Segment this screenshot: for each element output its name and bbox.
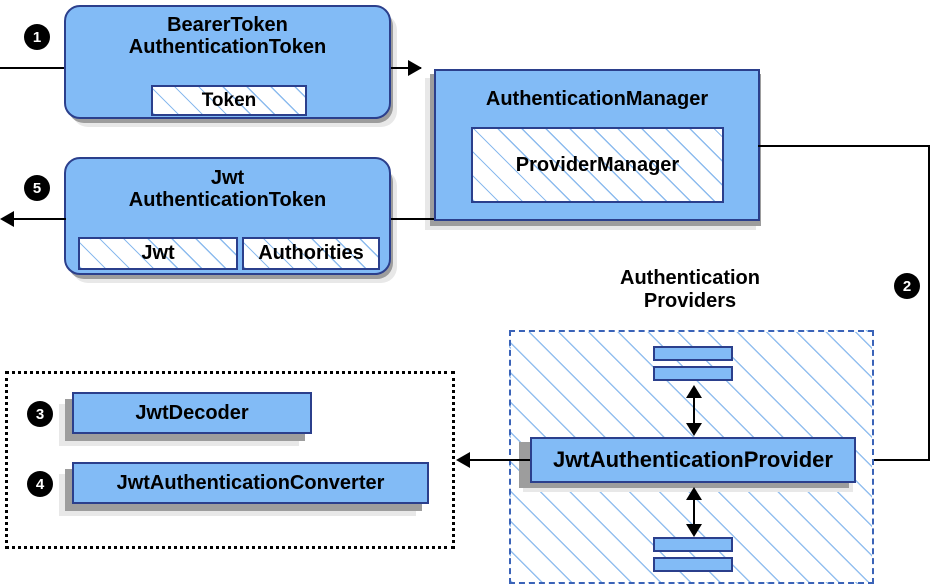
slot-authorities: Authorities (242, 237, 380, 270)
node-jwt-authentication-provider[interactable]: JwtAuthenticationProvider (530, 437, 856, 483)
slot-provider-manager: ProviderManager (471, 127, 724, 203)
step-badge-3: 3 (28, 402, 52, 426)
connector-provider-to-components (470, 459, 530, 461)
connector-step5-output (14, 218, 66, 220)
connector-step2-h-bottom (874, 459, 930, 461)
slot-token: Token (151, 85, 307, 116)
jwt-decoder-title: JwtDecoder (135, 401, 249, 424)
provider-placeholder-bar-bottom-2 (653, 557, 733, 572)
arrow-provider-bottom-up (686, 487, 702, 500)
connector-step5-return (391, 218, 434, 220)
arrow-provider-top-down (686, 423, 702, 436)
provider-placeholder-bar-top-2 (653, 366, 733, 381)
slot-jwt: Jwt (78, 237, 238, 270)
arrow-provider-to-components (456, 452, 470, 468)
jwt-converter-title: JwtAuthenticationConverter (116, 471, 385, 494)
slot-provider-manager-label: ProviderManager (515, 153, 680, 176)
slot-jwt-label: Jwt (141, 242, 175, 264)
arrow-step5-output (0, 211, 14, 227)
provider-placeholder-bar-bottom-1 (653, 537, 733, 552)
connector-step2-h-top (758, 145, 930, 147)
slot-authorities-label: Authorities (258, 242, 364, 264)
authentication-manager-title: AuthenticationManager (485, 88, 709, 110)
step-badge-1: 1 (25, 25, 49, 49)
arrow-provider-bottom-down (686, 524, 702, 537)
node-jwt-authentication-token[interactable]: Jwt AuthenticationToken Jwt Authorities (64, 157, 391, 275)
connector-provider-top (693, 390, 695, 430)
region-jwt-support-components (5, 371, 455, 549)
provider-placeholder-bar-top-1 (653, 346, 733, 361)
connector-step1-to-manager (391, 67, 421, 69)
authentication-providers-title: Authentication Providers (620, 267, 760, 312)
node-authentication-manager[interactable]: AuthenticationManager ProviderManager (434, 69, 760, 221)
connector-step2-v (928, 145, 930, 460)
jwt-provider-title: JwtAuthenticationProvider (553, 446, 833, 472)
arrow-step1-to-manager (408, 60, 422, 76)
connector-provider-bottom (693, 492, 695, 530)
step-badge-2: 2 (895, 274, 919, 298)
step-badge-4: 4 (28, 472, 52, 496)
node-jwt-authentication-converter[interactable]: JwtAuthenticationConverter (72, 462, 429, 504)
step-badge-5: 5 (25, 176, 49, 200)
node-bearer-token-authentication-token[interactable]: BearerToken AuthenticationToken Token (64, 5, 391, 119)
arrow-provider-top-up (686, 385, 702, 398)
connector-step1-input (0, 67, 66, 69)
jwt-token-title: Jwt AuthenticationToken (128, 167, 327, 212)
slot-token-label: Token (201, 89, 257, 111)
node-jwt-decoder[interactable]: JwtDecoder (72, 392, 312, 434)
bearer-token-title: BearerToken AuthenticationToken (128, 14, 327, 59)
